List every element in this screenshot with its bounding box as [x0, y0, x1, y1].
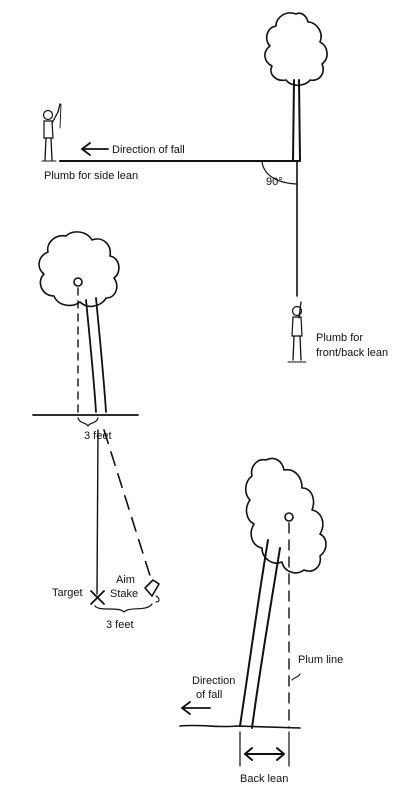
person-front-back-icon — [287, 301, 307, 363]
person-side-lean-icon — [41, 103, 62, 162]
direction-label-line1: Direction — [192, 675, 235, 687]
ground-line-bottom — [179, 724, 301, 729]
distance-bottom-label: 3 feet — [106, 619, 134, 631]
right-angle-label: 90° — [266, 176, 283, 188]
tall-tree — [264, 12, 328, 161]
aim-label-line2: Stake — [110, 588, 138, 600]
aim-line — [103, 429, 153, 583]
figure-aim-stake: 3 feet Target Aim Stake 3 feet — [32, 231, 160, 631]
figure-plumb-lean: Direction of fall Plumb for side lean 90… — [41, 12, 388, 363]
target-x-icon — [90, 590, 105, 605]
front-back-label-line1: Plumb for — [316, 332, 363, 344]
back-lean-label: Back lean — [240, 773, 288, 785]
plumb-line-label: Plum line — [298, 654, 343, 666]
side-lean-label: Plumb for side lean — [44, 170, 138, 182]
back-leaning-tree — [239, 457, 327, 729]
right-angle-arc — [261, 160, 298, 185]
direction-label-line2: of fall — [196, 689, 222, 701]
aim-label-line1: Aim — [116, 574, 135, 586]
figure-back-lean: Direction of fall Plum line Back lean — [179, 457, 343, 785]
distance-top-label: 3 feet — [84, 430, 112, 442]
direction-of-fall-label: Direction of fall — [112, 144, 185, 156]
direction-of-fall-arrow — [81, 142, 109, 156]
aim-stake-icon — [144, 579, 160, 603]
direction-arrow-bottom — [181, 701, 211, 715]
target-line — [96, 429, 99, 595]
leaning-tree — [38, 231, 120, 413]
distance-brace-bottom — [94, 603, 153, 613]
target-label: Target — [52, 587, 83, 599]
back-lean-measure — [239, 731, 290, 767]
front-back-label-line2: front/back lean — [316, 347, 388, 359]
distance-brace-top — [77, 417, 99, 427]
